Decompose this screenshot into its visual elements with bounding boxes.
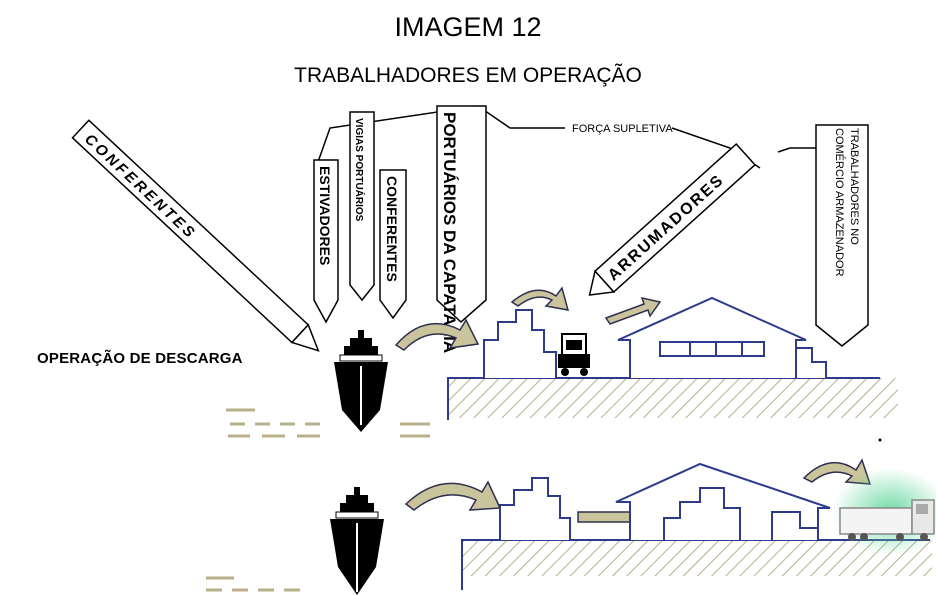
curved-arrow-icon: [404, 480, 502, 511]
operation-label: OPERAÇÃO DE DESCARGA: [37, 350, 243, 367]
estivadores-banner: ESTIVADORES: [313, 159, 339, 324]
curved-arrow-icon: [510, 286, 570, 311]
conferentes-banner: CONFERENTES: [379, 169, 407, 320]
cargo-stack-top: [483, 309, 557, 378]
conferentes-diagonal-banner: CONFERENTES: [71, 119, 320, 352]
conferentes-diagonal-label: CONFERENTES: [81, 131, 200, 243]
straight-arrow-icon: [604, 296, 662, 325]
quay-top: [448, 378, 898, 418]
vigias-label: VIGIAS PORTUÁRIOS: [353, 118, 366, 222]
water-lines: [226, 408, 430, 438]
ship-icon: [330, 487, 384, 595]
capatazia-banner: PORTUÁRIOS DA CAPATAZIA: [436, 105, 487, 353]
page-title: IMAGEM 12: [394, 12, 542, 42]
cargo-stack-bottom: [499, 477, 571, 540]
truck-icon: [839, 499, 935, 541]
page-subtitle: TRABALHADORES EM OPERAÇÃO: [294, 64, 642, 87]
conferentes-label: CONFERENTES: [384, 176, 400, 282]
curved-arrow-icon: [394, 318, 480, 351]
water-lines-bottom: [206, 576, 300, 592]
ship-icon: [334, 330, 388, 432]
forklift-icon: [558, 333, 590, 376]
comercio-label-2: COMÉRCIO ARMAZENADOR: [833, 128, 846, 277]
estivadores-label: ESTIVADORES: [317, 166, 333, 265]
capatazia-label: PORTUÁRIOS DA CAPATAZIA: [440, 112, 459, 353]
vigias-banner: VIGIAS PORTUÁRIOS: [349, 111, 375, 302]
arrumadores-banner: ARRUMADORES: [588, 142, 757, 296]
warehouse-icon: [615, 462, 831, 540]
warehouse-icon: [617, 296, 827, 378]
comercio-label-1: TRABALHADORES NO: [848, 128, 860, 245]
forca-supletiva-label: FORÇA SUPLETIVA: [572, 123, 673, 135]
comercio-banner: TRABALHADORES NO COMÉRCIO ARMAZENADOR: [815, 124, 869, 347]
arrumadores-label: ARRUMADORES: [605, 171, 728, 284]
